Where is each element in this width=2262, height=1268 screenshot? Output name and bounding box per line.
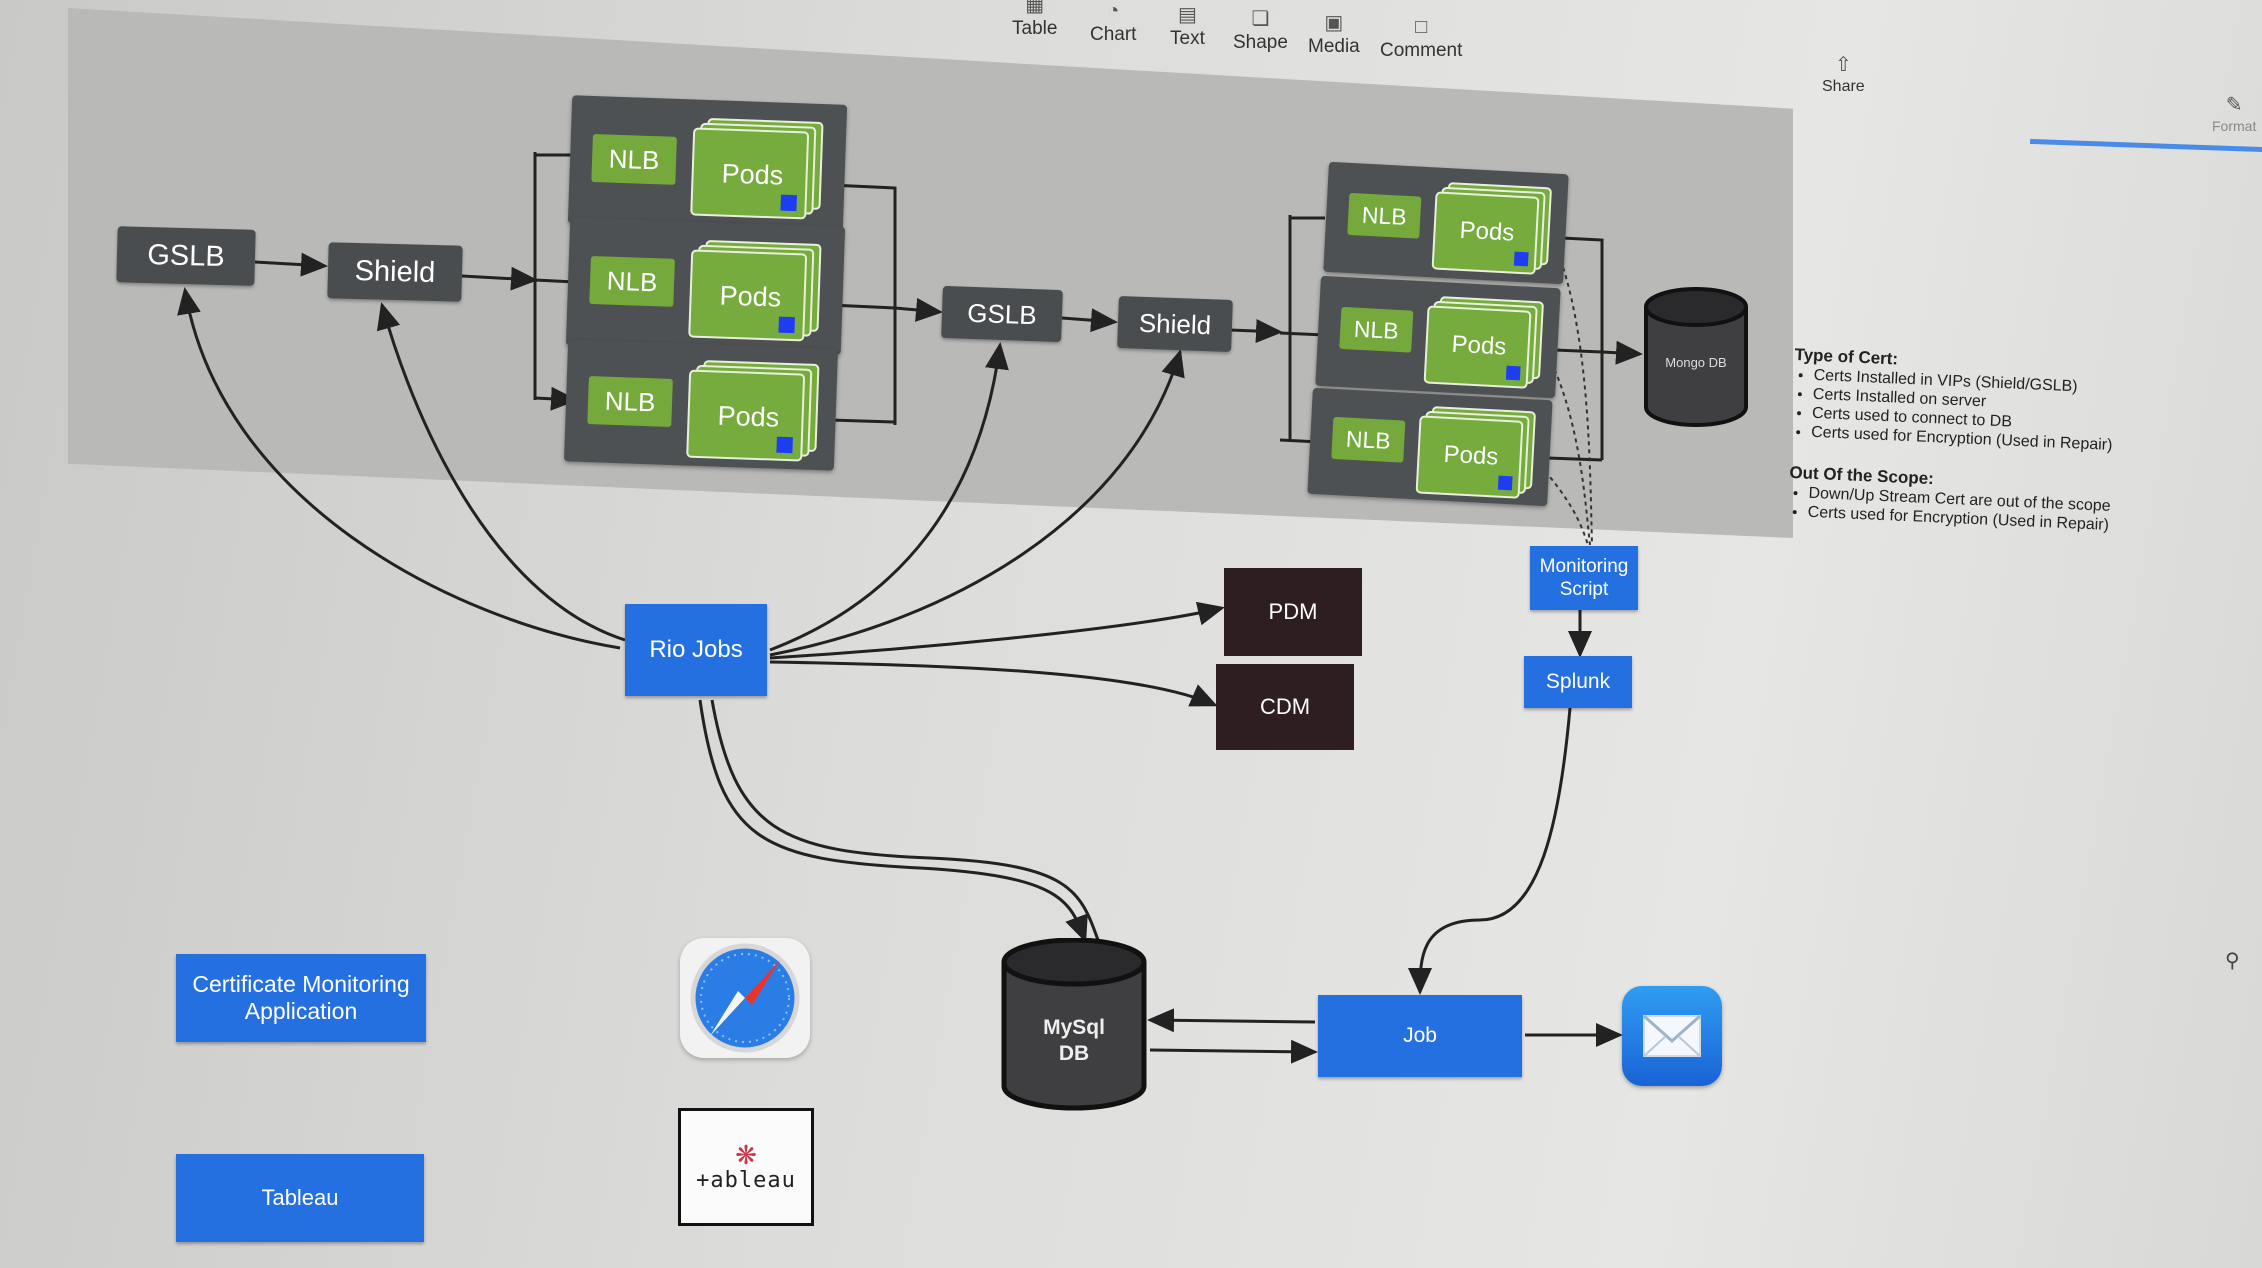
dashed-pods-monitor-1 (1554, 244, 1593, 546)
splunk-box[interactable]: Splunk (1524, 656, 1632, 708)
nlb-box: NLB (1339, 306, 1414, 353)
nlb-pods-group-5[interactable]: NLB Pods (1315, 275, 1561, 399)
chart-icon: ◔ (1107, 0, 1120, 22)
arrow-job-mysql (1147, 1008, 1316, 1033)
toolbar: ▦ Table ◔ Chart ▤ Text ❏ Shape ▣ Media □… (0, 0, 2262, 153)
cert-type-title: Type of Cert: (1794, 345, 1899, 369)
pods-stack: Pods (1423, 295, 1554, 391)
shield-box-2[interactable]: Shield (1117, 296, 1233, 352)
comment-icon: □ (1415, 16, 1428, 38)
nlb-pods-group-1[interactable]: NLB Pods (567, 95, 848, 233)
curve-rio-cdm (769, 660, 1218, 707)
tableau-cross-icon: ❋ (735, 1139, 757, 1170)
curve-splunk-job (1408, 707, 1572, 995)
pods-stack: Pods (1431, 181, 1562, 277)
media-icon: ▣ (1324, 12, 1344, 34)
toolbar-chart[interactable]: ◔ Chart (1090, 0, 1137, 45)
pods-marker (1513, 251, 1529, 267)
nlb-pods-group-2[interactable]: NLB Pods (565, 217, 846, 355)
mongo-db-cylinder[interactable]: Mongo DB (1640, 285, 1752, 435)
toolbar-table[interactable]: ▦ Table (1012, 0, 1057, 40)
paintbrush-icon: ✎ (2225, 94, 2243, 116)
toolbar-text[interactable]: ▤ Text (1170, 4, 1205, 49)
arrow-to-mongo (1601, 340, 1643, 365)
arrow-shield2-groups (1229, 319, 1283, 344)
bracket-right-2 (1547, 236, 1604, 462)
toolbar-media[interactable]: ▣ Media (1308, 12, 1360, 57)
curve-rio-shield2 (769, 349, 1185, 657)
shield-box[interactable]: Shield (327, 242, 463, 302)
pods-marker (780, 194, 797, 212)
mysql-db-label-2: DB (1059, 1042, 1089, 1065)
cert-notes: Type of Cert: Certs Installed in VIPs (S… (1787, 345, 2124, 535)
pods-stack: Pods (1415, 405, 1546, 501)
bracket-left-1 (533, 152, 575, 400)
arrow-gslb2-shield2 (1061, 308, 1118, 333)
nlb-pods-group-3[interactable]: NLB Pods (563, 339, 839, 471)
curve-rio-shield (376, 302, 626, 642)
table-icon: ▦ (1025, 0, 1045, 16)
toolbar-comment[interactable]: □ Comment (1380, 16, 1463, 61)
nlb-box: NLB (591, 133, 677, 185)
nlb-box: NLB (1347, 192, 1422, 239)
nlb-pods-group-6[interactable]: NLB Pods (1307, 387, 1553, 507)
curve-rio-pdm (769, 601, 1225, 660)
pods-stack: Pods (690, 117, 833, 222)
gslb-box-2[interactable]: GSLB (941, 285, 1063, 343)
share-icon: ⇧ (1834, 54, 1852, 76)
bracket-left-2 (1279, 215, 1326, 444)
curve-rio-mysql-1 (698, 699, 1088, 943)
pods-stack: Pods (686, 360, 829, 465)
arrow-shield-groups (461, 266, 538, 291)
text-icon: ▤ (1177, 4, 1197, 26)
curve-rio-gslb2 (769, 342, 1009, 652)
nlb-pods-group-4[interactable]: NLB Pods (1323, 161, 1569, 285)
curve-rio-gslb (177, 287, 621, 650)
nlb-box: NLB (589, 255, 675, 307)
mongo-db-label: Mongo DB (1665, 355, 1726, 370)
envelope-icon (1643, 1014, 1701, 1057)
mysql-db-label-1: MySql (1043, 1016, 1105, 1039)
mail-icon[interactable] (1622, 986, 1722, 1086)
cdm-box[interactable]: CDM (1216, 664, 1354, 750)
shape-icon: ❏ (1251, 8, 1270, 30)
toolbar-shape[interactable]: ❏ Shape (1233, 8, 1288, 53)
safari-icon[interactable] (680, 938, 810, 1058)
pods-marker (1505, 365, 1521, 381)
pods-stack: Pods (688, 239, 831, 344)
compass-icon (690, 943, 800, 1053)
mysql-db-cylinder[interactable]: MySql DB (998, 938, 1150, 1116)
dashed-pods-monitor-2 (1547, 354, 1591, 546)
curve-rio-mysql-2 (710, 699, 1100, 941)
cert-type-list: Certs Installed in VIPs (Shield/GSLB) Ce… (1791, 365, 2124, 455)
arrow-mysql-job (1149, 1039, 1318, 1064)
nlb-box: NLB (1331, 416, 1406, 463)
monitoring-script-box[interactable]: Monitoring Script (1530, 546, 1638, 610)
arrow-groups-gslb2 (894, 297, 943, 322)
toolbar-share[interactable]: ⇧ Share (1822, 54, 1865, 95)
toolbar-format[interactable]: ✎ Format (2212, 94, 2257, 134)
zoom-icon[interactable]: ⚲ (2225, 950, 2240, 972)
tableau-logo[interactable]: ❋ +ableau (678, 1108, 814, 1226)
arrow-gslb-shield (254, 252, 328, 277)
pods-marker (776, 436, 793, 454)
rio-jobs-box[interactable]: Rio Jobs (625, 604, 767, 696)
nlb-box: NLB (587, 376, 673, 427)
certificate-monitoring-app-box[interactable]: Certificate Monitoring Application (176, 954, 426, 1042)
pods-marker (1497, 475, 1513, 491)
gslb-box[interactable]: GSLB (116, 226, 256, 286)
tableau-box[interactable]: Tableau (176, 1154, 424, 1242)
pods-marker (778, 316, 795, 334)
pdm-box[interactable]: PDM (1224, 568, 1362, 656)
job-box[interactable]: Job (1318, 995, 1522, 1077)
